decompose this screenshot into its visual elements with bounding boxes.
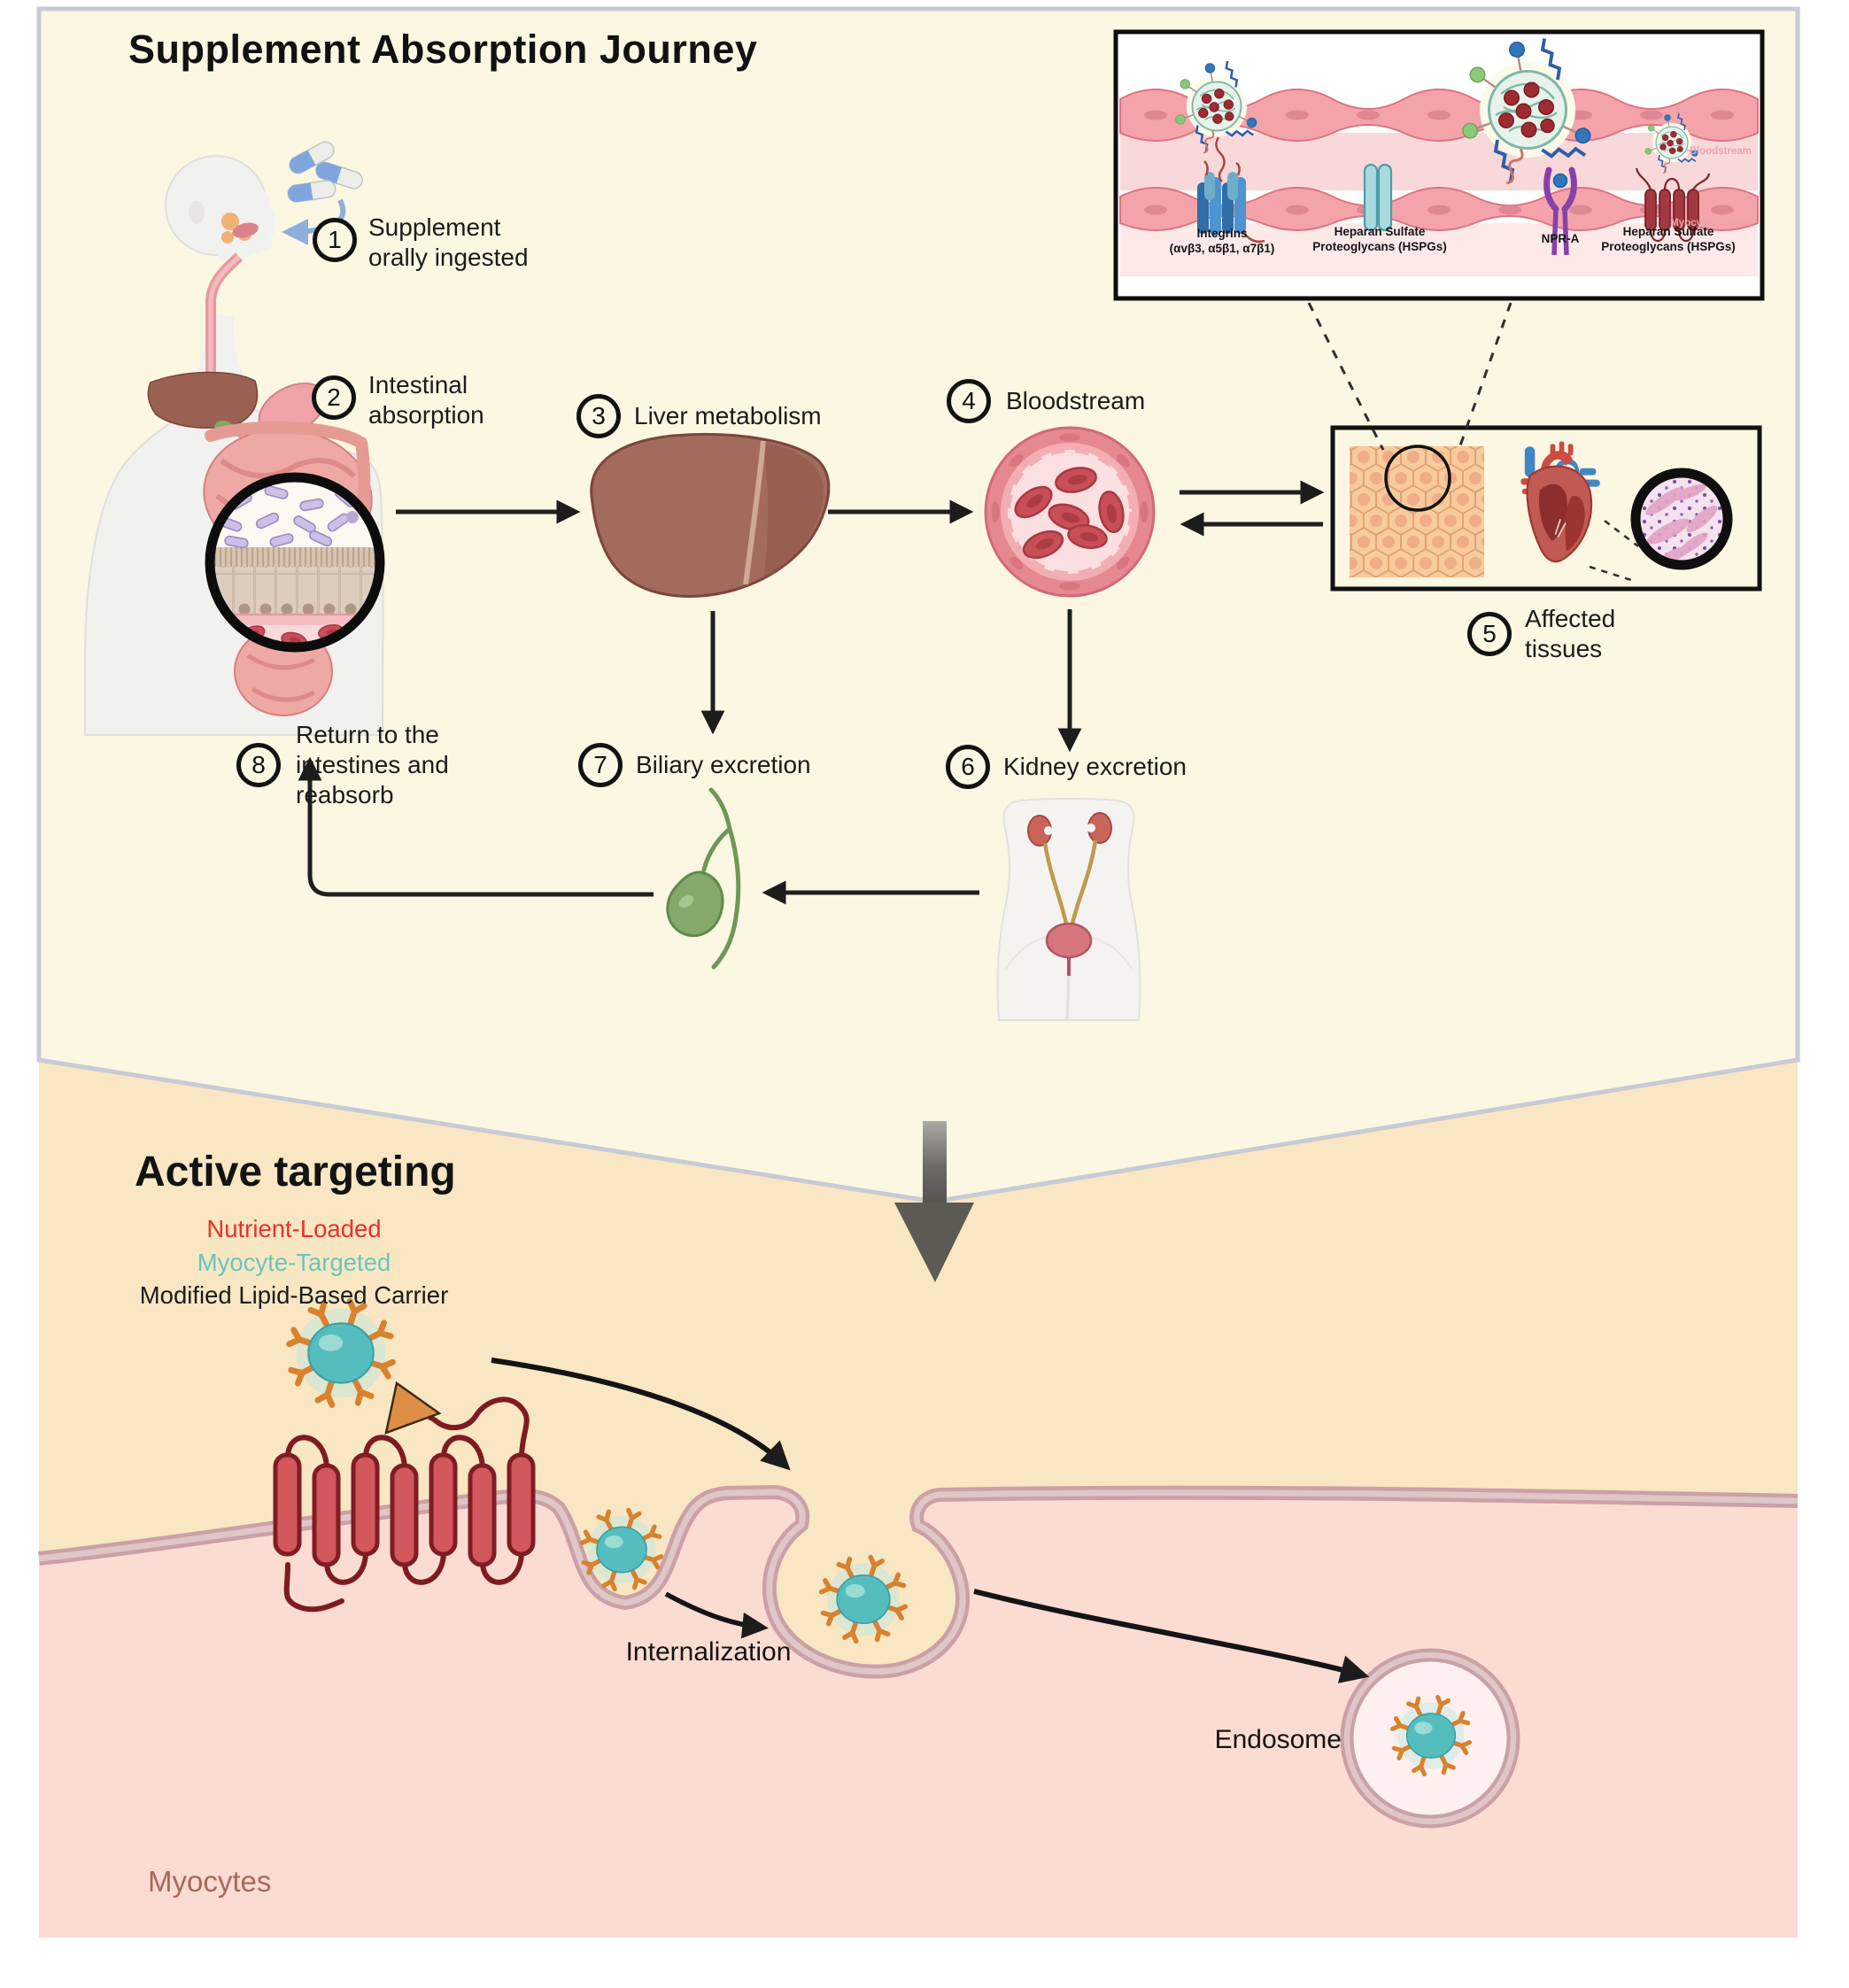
myocytes-label: Myocytes [148,1865,272,1898]
kidney-excretion-icon [996,798,1141,1021]
arrow-return-to-intestines [298,756,654,897]
step-5-label: Affected tissues [1525,605,1616,662]
step-6-badge: 6 [946,745,990,789]
step-2-badge: 2 [312,375,356,420]
arrow-binding [491,1358,791,1471]
mouth-icon [232,222,259,238]
tissue-zoom-circle [1384,445,1451,512]
active-targeting-title: Active targeting [135,1149,456,1195]
intestinal-magnifier [205,472,385,653]
step-3-badge: 3 [576,394,621,438]
integrins-label: Integrins (αvβ3, α5β1, α7β1) [1169,227,1275,255]
step-7-label: Biliary excretion [636,751,811,778]
step-6-label: Kidney excretion [1003,753,1188,780]
step-8-badge: 8 [236,743,281,787]
integrin-receptor-icon [1197,160,1265,244]
liver-icon [590,433,831,598]
step-2-label: Intestinal absorption [368,371,484,429]
gallbladder-icon [666,787,741,970]
npr-a-receptor-icon [1543,166,1577,256]
step-7-badge: 7 [578,743,623,787]
myocytes-tissue-zone-label: Myocytes Tissue [1670,218,1752,228]
bloodstream-vessel-icon [984,426,1156,598]
endosome-icon [1340,1648,1520,1829]
npr-a-label: NPR-A [1541,232,1580,245]
nanoparticle-tether [1215,136,1226,182]
endosome-label: Endosome [1214,1725,1342,1754]
histology-circle-icon [1630,468,1733,570]
absorption-journey-panel [36,6,1800,1204]
receptor-inset-panel [1113,29,1765,301]
carrier-line-modified: Modified Lipid-Based Carrier [139,1281,449,1309]
cell-membrane [38,1484,1799,1679]
step-1-label: Supplement orally ingested [368,213,529,271]
ligand-triangle-icon [384,1381,442,1435]
epithelial-tissue-patch [1350,446,1484,577]
arrow-to-endosome [973,1589,1370,1683]
section-transition-arrow [894,1121,974,1282]
page-title: Supplement Absorption Journey [128,27,758,72]
step-4-badge: 4 [947,379,991,423]
carrier-line-myocyte: Myocyte-Targeted [197,1249,391,1276]
targeting-arrows [491,1358,1370,1683]
step-3-label: Liver metabolism [634,402,822,429]
myocyte-cell-interior [39,1492,1798,1938]
step-4-label: Bloodstream [1006,387,1146,414]
internalization-label: Internalization [625,1637,792,1667]
flow-arrows [298,480,1325,905]
affected-tissues-box [1330,425,1762,592]
step-1-badge: 1 [313,218,357,262]
gpcr-receptor-small-icon [1635,167,1711,243]
arrow-internalization [664,1591,769,1639]
bloodstream-zone-label: Bloodstream [1689,146,1752,157]
step-8-label: Return to the intestines and reabsorb [296,721,449,808]
inset-connector-dashes [1307,302,1512,451]
heart-icon [1520,441,1600,563]
gpcr-receptor-large [273,1381,536,1613]
hspg-receptor-icon [1363,163,1393,232]
liver-in-body-icon [147,371,259,429]
hspg-label-2: Heparan Sulfate Proteoglycans (HSPGs) [1601,225,1736,253]
step-5-badge: 5 [1467,612,1512,656]
endothelium-band-top [1119,89,1759,142]
hspg-label-1: Heparan Sulfate Proteoglycans (HSPGs) [1312,225,1447,253]
supplement-pills-icon [287,141,363,203]
active-targeting-section-background [38,1060,1799,1938]
carrier-line-nutrient: Nutrient-Loaded [206,1215,382,1242]
